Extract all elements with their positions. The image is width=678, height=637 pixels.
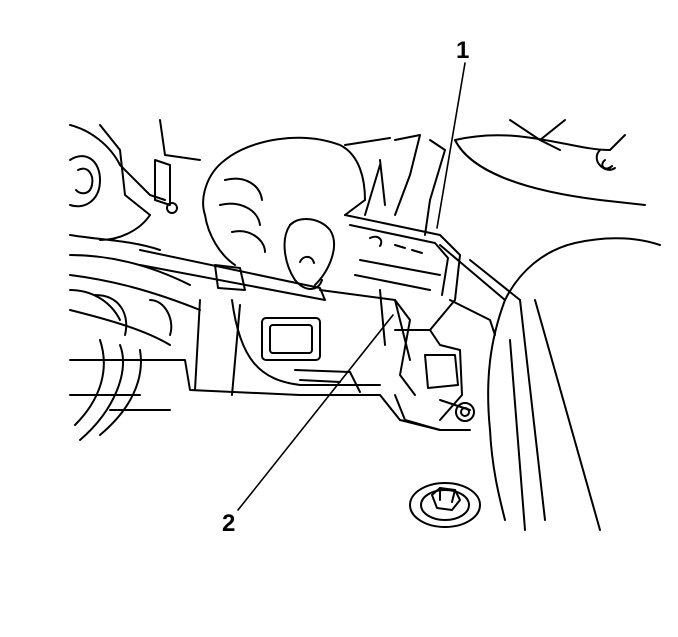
leader-line-1	[436, 62, 466, 229]
small-bolt-right	[455, 402, 475, 422]
floor-pan-right	[439, 237, 661, 531]
shift-lever	[364, 134, 446, 236]
body-panel-upper-right	[454, 119, 646, 206]
leader-lines	[237, 62, 466, 511]
tool-rod	[139, 249, 326, 301]
floor-bolt	[409, 482, 481, 528]
leader-line-2	[237, 314, 394, 511]
callout-label-1: 1	[456, 37, 470, 64]
shifter-assembly	[319, 214, 496, 431]
callout-label-2: 2	[222, 510, 236, 537]
wiring-harness-left	[69, 119, 201, 441]
